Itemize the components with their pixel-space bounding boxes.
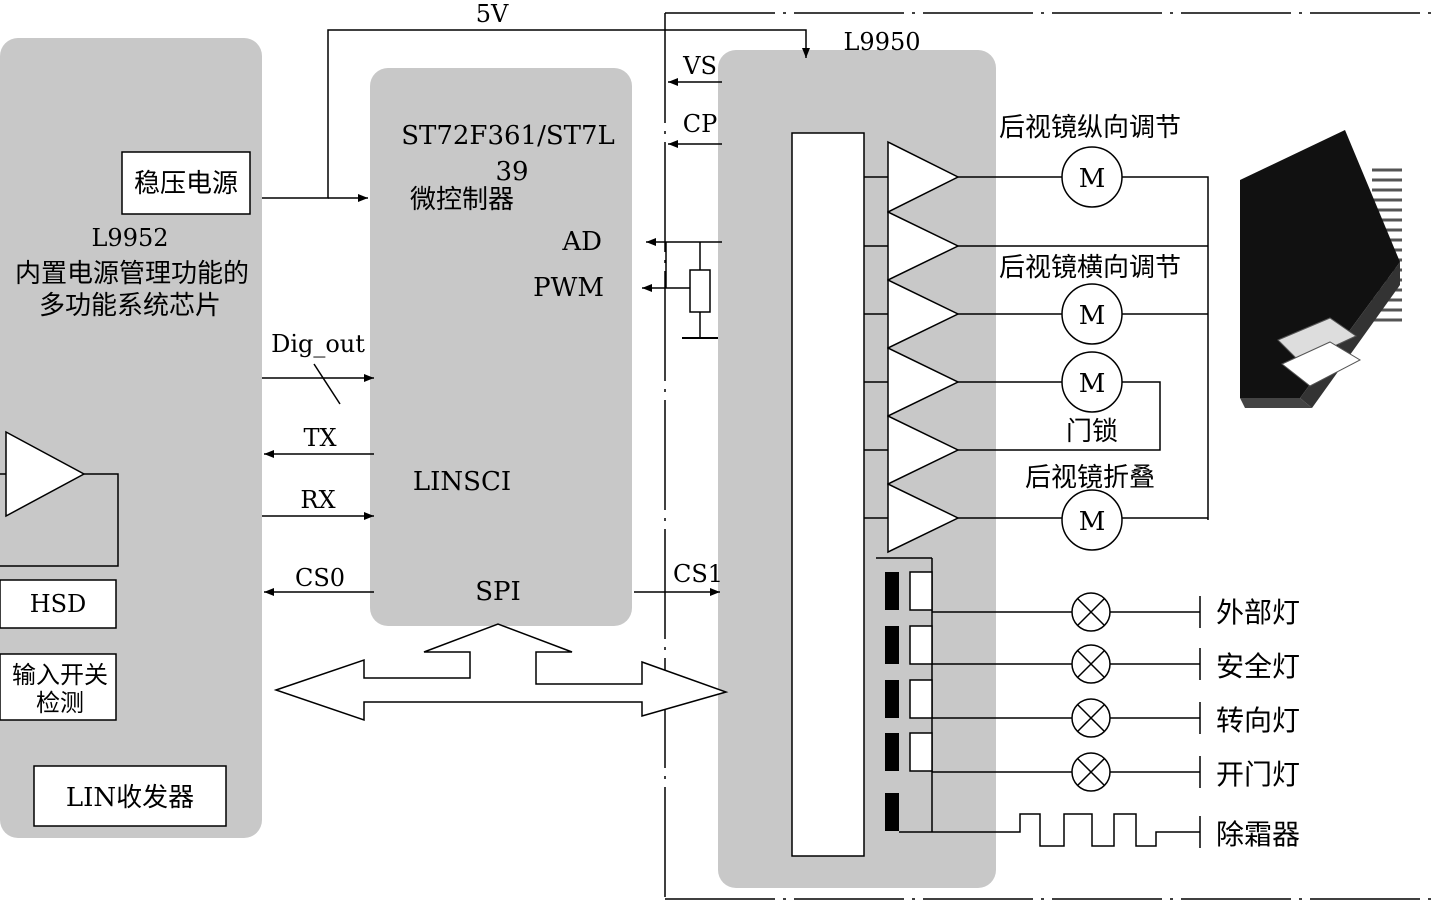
load-label-exterior-light: 外部灯 <box>1216 596 1300 629</box>
input-switch-line1: 输入开关 <box>12 661 108 689</box>
load-label-door-open-light: 开门灯 <box>1216 758 1300 791</box>
motor-label-mirror-vertical: 后视镜纵向调节 <box>999 113 1181 143</box>
mcu-spi-label: SPI <box>475 577 521 607</box>
tx-label: TX <box>303 424 336 452</box>
input-switch-box <box>0 653 117 721</box>
mcu-part-line2: 39 <box>495 157 528 187</box>
load-label-defroster: 除霜器 <box>1216 818 1300 851</box>
load-label-safety-light: 安全灯 <box>1216 650 1300 683</box>
motor-mirror-vertical: M <box>1061 146 1123 208</box>
l9952-desc-line2: 多功能系统芯片 <box>39 291 221 321</box>
mcu-part-line1: ST72F361/ST7L <box>401 121 615 151</box>
mcu-ad-label: AD <box>561 227 602 257</box>
cs0-label: CS0 <box>295 564 345 592</box>
dig-out-label: Dig_out <box>271 330 365 358</box>
load-label-turn-light: 转向灯 <box>1216 704 1300 737</box>
rx-label: RX <box>300 486 335 514</box>
mcu-chip: ST72F361/ST7L 39 微控制器 AD PWM LINSCI SPI <box>370 68 632 626</box>
l9950-chip: L9950 <box>718 28 996 888</box>
mcu-pwm-label: PWM <box>533 273 604 303</box>
supply-5v-label: 5V <box>476 0 509 28</box>
hsd-box <box>0 579 117 629</box>
motor-symbol: M <box>1079 164 1106 194</box>
half-bridge-drivers <box>864 140 960 554</box>
motor-mirror-horizontal: M <box>1061 283 1123 345</box>
motor-label-door-lock: 门锁 <box>1066 417 1118 447</box>
cs1-label: CS1 <box>673 560 723 588</box>
cp-label: CP <box>683 110 718 138</box>
regulator-label: 稳压电源 <box>134 169 238 199</box>
high-side-switches <box>885 571 933 831</box>
hsd-label: HSD <box>30 590 87 618</box>
l9950-logic-block <box>791 132 865 857</box>
lin-transceiver-label: LIN收发器 <box>66 783 194 813</box>
motor-label-mirror-horizontal: 后视镜横向调节 <box>999 253 1181 283</box>
motor-symbol: M <box>1079 369 1106 399</box>
l9952-chip: 稳压电源 L9952 内置电源管理功能的 多功能系统芯片 HSD 输入开关 检测… <box>0 38 262 838</box>
motor-door-lock: M <box>1061 351 1123 413</box>
vs-label: VS <box>682 52 717 80</box>
motor-symbol: M <box>1079 507 1106 537</box>
motor-mirror-fold: M <box>1061 489 1123 551</box>
motor-label-mirror-fold: 后视镜折叠 <box>1025 463 1155 493</box>
l9950-part-label: L9950 <box>843 28 920 56</box>
input-switch-line2: 检测 <box>36 689 84 717</box>
l9952-desc-line1: 内置电源管理功能的 <box>15 259 249 289</box>
sense-resistor-icon <box>689 269 711 313</box>
spi-bus-arrow <box>273 623 729 722</box>
l9952-part-label: L9952 <box>91 224 168 252</box>
motor-symbol: M <box>1079 301 1106 331</box>
mcu-linsci-label: LINSCI <box>413 467 511 497</box>
l9950-module-frame <box>664 12 1438 900</box>
regulator-box <box>121 151 251 215</box>
lamp-icon <box>1071 592 1111 792</box>
defroster-heater-icon <box>899 813 1200 847</box>
ic-package-photo <box>1240 130 1402 408</box>
mcu-name: 微控制器 <box>410 185 514 215</box>
lin-transceiver-box <box>33 765 227 827</box>
